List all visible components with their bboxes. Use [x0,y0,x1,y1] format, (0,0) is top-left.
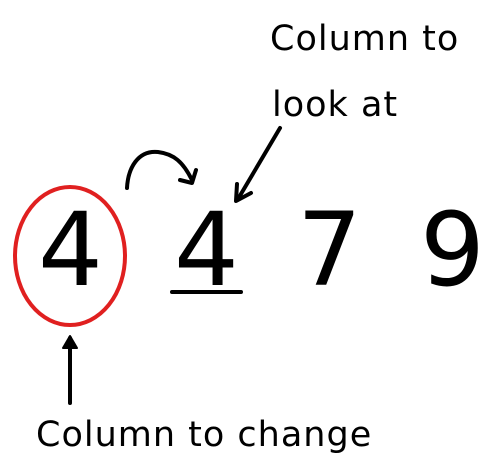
up-arrow-icon [62,335,78,405]
diagonal-arrow-icon [234,126,282,203]
digit-thousands: 4 [38,191,103,310]
digit-hundreds: 4 [174,191,239,310]
digit-ones: 9 [420,191,485,310]
highlight-circle [13,185,127,327]
curved-arrow-icon [125,149,198,190]
label-column-to-look-at-line1: Column to [270,19,460,59]
digit-tens: 7 [297,191,362,310]
label-column-to-look-at-line2: look at [272,85,399,125]
label-column-to-change: Column to change [36,415,373,455]
